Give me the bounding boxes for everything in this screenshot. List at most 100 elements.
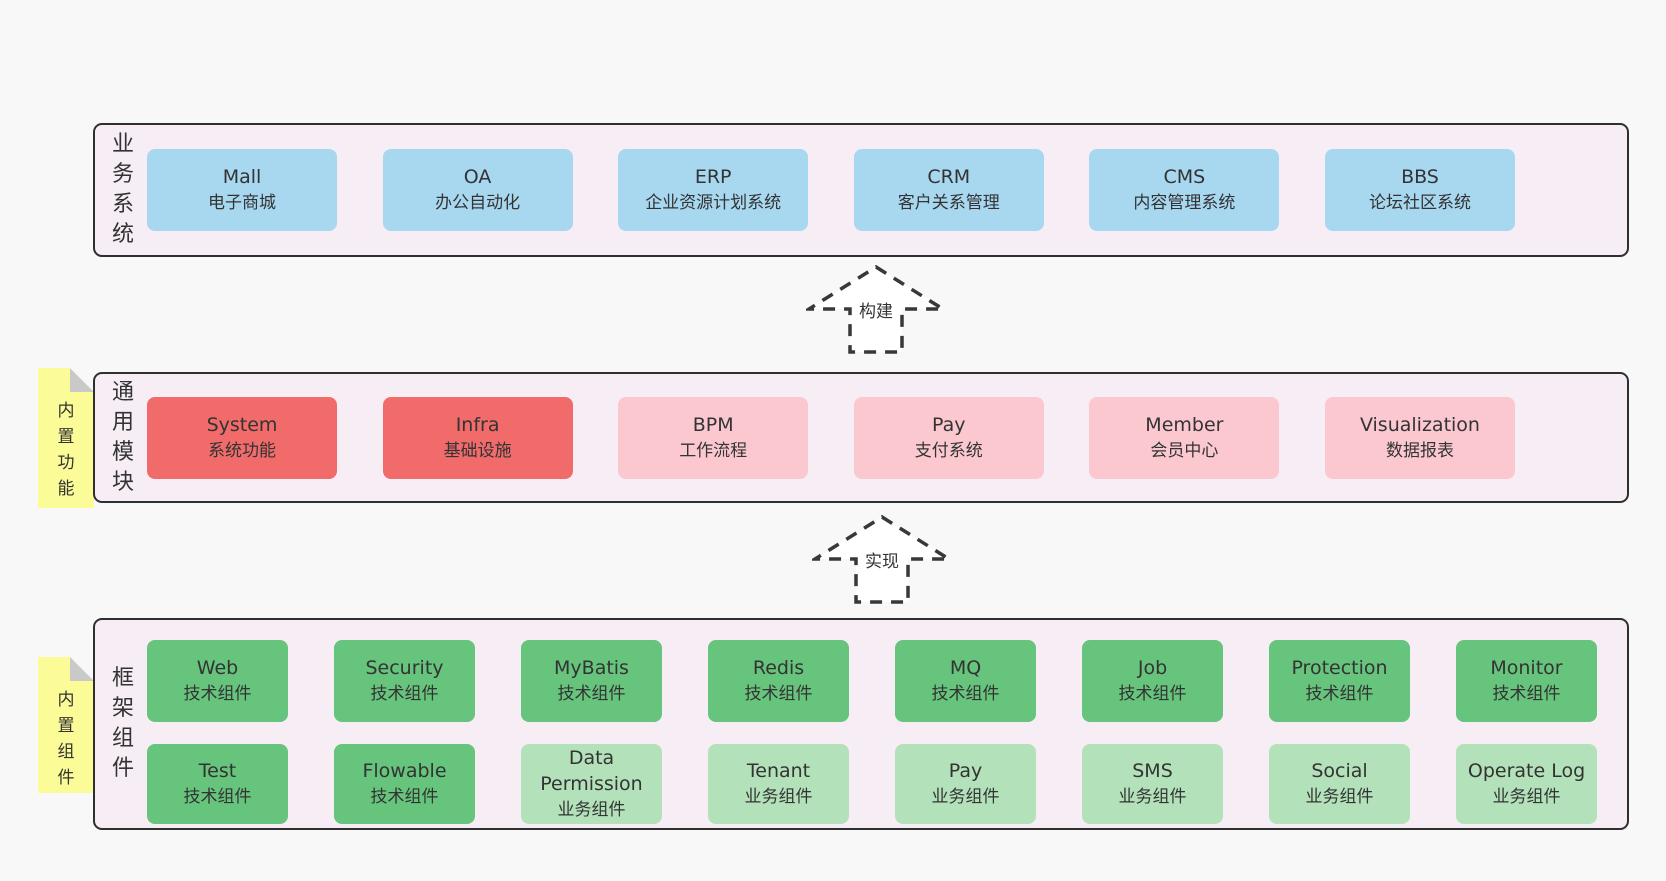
node-name: Security — [365, 657, 444, 679]
folded-corner-icon — [70, 657, 94, 681]
node-name: BBS — [1401, 166, 1439, 188]
node-mybatis: MyBatis 技术组件 — [521, 640, 662, 722]
layer-modules-container: 通用模块 System 系统功能 Infra 基础设施 BPM 工作流程 Pay… — [93, 372, 1629, 503]
node-crm: CRM 客户关系管理 — [853, 149, 1044, 231]
node-name: Data Permission — [540, 747, 643, 795]
node-system: System 系统功能 — [147, 396, 337, 479]
node-name: CRM — [927, 166, 971, 188]
layer-components-container: 框架组件 Web 技术组件 Security 技术组件 MyBatis 技术组件… — [93, 618, 1629, 830]
sticky-note-label: 内置组件 — [57, 690, 75, 788]
node-cms: CMS 内容管理系统 — [1089, 149, 1280, 231]
node-bpm: BPM 工作流程 — [618, 396, 809, 479]
node-name: MQ — [949, 657, 982, 679]
node-subtitle: 技术组件 — [744, 684, 813, 704]
node-name: Tenant — [746, 760, 811, 782]
node-operate-log: Operate Log 业务组件 — [1456, 744, 1597, 824]
node-name: Web — [196, 657, 239, 679]
node-subtitle: 业务组件 — [744, 787, 813, 807]
node-name: OA — [463, 166, 492, 188]
build-arrow: 构建 — [806, 264, 946, 356]
node-name: Operate Log — [1467, 760, 1586, 782]
node-name: System — [206, 413, 278, 436]
node-subtitle: 电子商城 — [208, 193, 276, 213]
node-subtitle: 业务组件 — [1118, 787, 1187, 807]
node-subtitle: 技术组件 — [370, 684, 439, 704]
node-name: Social — [1311, 760, 1368, 782]
node-subtitle: 技术组件 — [370, 787, 439, 807]
node-subtitle: 基础设施 — [443, 440, 512, 461]
node-protection: Protection 技术组件 — [1269, 640, 1410, 722]
node-subtitle: 技术组件 — [931, 684, 1000, 704]
node-subtitle: 论坛社区系统 — [1368, 193, 1471, 213]
node-pay-system: Pay 支付系统 — [853, 396, 1044, 479]
sticky-note-builtin-components: 内置组件 — [38, 657, 94, 793]
node-subtitle: 技术组件 — [557, 684, 626, 704]
node-subtitle: 支付系统 — [914, 440, 983, 461]
node-subtitle: 业务组件 — [557, 800, 626, 820]
node-subtitle: 系统功能 — [208, 440, 276, 461]
node-tenant: Tenant 业务组件 — [708, 744, 849, 824]
node-name: Monitor — [1490, 657, 1563, 679]
folded-corner-icon — [70, 368, 94, 392]
node-mq: MQ 技术组件 — [895, 640, 1036, 722]
node-subtitle: 业务组件 — [1492, 787, 1561, 807]
node-name: Job — [1137, 657, 1168, 679]
node-name: Infra — [455, 413, 500, 436]
sticky-note-builtin-features: 内置功能 — [38, 368, 94, 508]
node-name: Flowable — [362, 760, 447, 782]
layer-business-systems: 业务系统 Mall 电子商城 OA 办公自动化 ERP 企业资源计划系统 CRM… — [93, 123, 1629, 257]
node-name: Protection — [1291, 657, 1388, 679]
implement-arrow-label: 实现 — [862, 550, 902, 574]
layer-business-label: 业务系统 — [111, 132, 134, 247]
node-pay-biz: Pay 业务组件 — [895, 744, 1036, 824]
node-subtitle: 客户关系管理 — [897, 193, 1000, 213]
node-subtitle: 业务组件 — [931, 787, 1000, 807]
node-bbs: BBS 论坛社区系统 — [1324, 149, 1515, 231]
node-web: Web 技术组件 — [147, 640, 288, 722]
components-box-row-2: Test 技术组件 Flowable 技术组件 Data Permission … — [147, 744, 1597, 824]
node-subtitle: 办公自动化 — [435, 193, 521, 213]
modules-box-row: System 系统功能 Infra 基础设施 BPM 工作流程 Pay 支付系统… — [147, 396, 1515, 479]
node-name: CMS — [1163, 166, 1206, 188]
node-subtitle: 工作流程 — [679, 440, 748, 461]
node-redis: Redis 技术组件 — [708, 640, 849, 722]
implement-arrow: 实现 — [812, 514, 952, 606]
node-subtitle: 技术组件 — [1118, 684, 1187, 704]
node-name: Visualization — [1359, 413, 1480, 436]
node-sms: SMS 业务组件 — [1082, 744, 1223, 824]
node-name: SMS — [1132, 760, 1173, 782]
components-box-row-1: Web 技术组件 Security 技术组件 MyBatis 技术组件 Redi… — [147, 640, 1597, 722]
node-flowable: Flowable 技术组件 — [334, 744, 475, 824]
node-mall: Mall 电子商城 — [147, 149, 337, 231]
layer-framework-components: 内置组件 框架组件 Web 技术组件 Security 技术组件 MyBatis… — [93, 618, 1629, 830]
node-name: Mall — [222, 166, 262, 188]
node-oa: OA 办公自动化 — [382, 149, 573, 231]
node-subtitle: 技术组件 — [1492, 684, 1561, 704]
node-subtitle: 数据报表 — [1385, 440, 1454, 461]
node-security: Security 技术组件 — [334, 640, 475, 722]
node-job: Job 技术组件 — [1082, 640, 1223, 722]
node-subtitle: 技术组件 — [1305, 684, 1374, 704]
sticky-note-label: 内置功能 — [57, 401, 75, 499]
node-subtitle: 技术组件 — [183, 787, 252, 807]
node-subtitle: 内容管理系统 — [1133, 193, 1236, 213]
node-name: Redis — [752, 657, 805, 679]
node-visualization: Visualization 数据报表 — [1324, 396, 1515, 479]
business-box-row: Mall 电子商城 OA 办公自动化 ERP 企业资源计划系统 CRM 客户关系… — [147, 149, 1515, 231]
node-subtitle: 业务组件 — [1305, 787, 1374, 807]
node-name: MyBatis — [554, 657, 629, 679]
layer-business-container: 业务系统 Mall 电子商城 OA 办公自动化 ERP 企业资源计划系统 CRM… — [93, 123, 1629, 257]
node-infra: Infra 基础设施 — [382, 396, 573, 479]
node-monitor: Monitor 技术组件 — [1456, 640, 1597, 722]
node-name: Pay — [932, 413, 966, 436]
node-social: Social 业务组件 — [1269, 744, 1410, 824]
node-name: BPM — [692, 413, 734, 436]
node-test: Test 技术组件 — [147, 744, 288, 824]
layer-components-label: 框架组件 — [111, 666, 134, 781]
layer-common-modules: 内置功能 通用模块 System 系统功能 Infra 基础设施 BPM 工作流… — [93, 372, 1629, 503]
node-name: Pay — [948, 760, 983, 782]
node-subtitle: 企业资源计划系统 — [645, 193, 782, 213]
node-data-permission: Data Permission 业务组件 — [521, 744, 662, 824]
node-subtitle: 会员中心 — [1150, 440, 1219, 461]
